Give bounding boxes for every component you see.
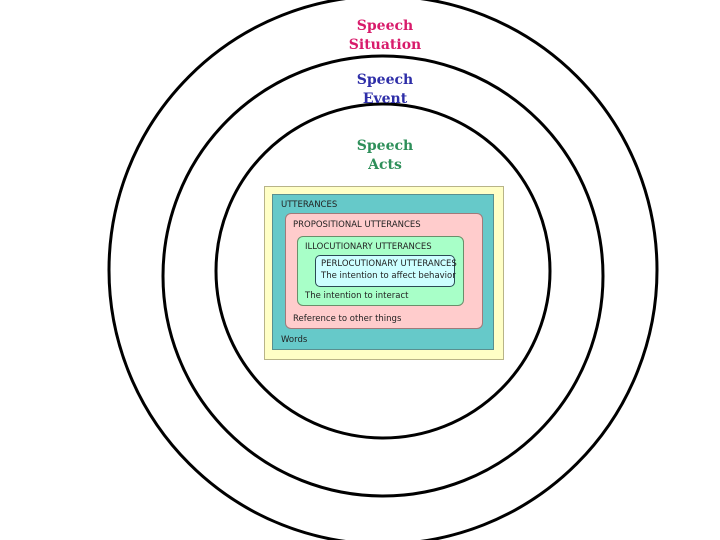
- speech-acts-label-line1: Speech: [356, 138, 414, 154]
- perlocutionary-header: PERLOCUTIONARY UTTERANCES: [321, 259, 457, 269]
- perlocutionary-utterances-box: PERLOCUTIONARY UTTERANCES The intention …: [315, 255, 457, 287]
- perlocutionary-footer: The intention to affect behavior: [321, 271, 456, 281]
- illocutionary-footer: The intention to interact: [305, 291, 409, 301]
- propositional-footer: Reference to other things: [293, 314, 402, 324]
- speech-acts-label: Speech Acts: [315, 137, 455, 175]
- speech-event-label-line2: Event: [362, 91, 408, 107]
- speech-acts-ring: [214, 102, 552, 440]
- speech-event-label-line1: Speech: [356, 72, 414, 88]
- speech-situation-label-line2: Situation: [348, 37, 422, 53]
- speech-acts-label-line2: Acts: [368, 157, 402, 173]
- speech-situation-label: Speech Situation: [315, 17, 455, 55]
- utterances-header: UTTERANCES: [281, 200, 338, 210]
- propositional-header: PROPOSITIONAL UTTERANCES: [293, 220, 421, 230]
- illocutionary-header: ILLOCUTIONARY UTTERANCES: [305, 242, 432, 252]
- speech-event-ring: [161, 54, 605, 498]
- speech-situation-label-line1: Speech: [356, 18, 414, 34]
- speech-event-label: Speech Event: [315, 71, 455, 109]
- utterances-footer: Words: [281, 335, 308, 345]
- speech-situation-ring: [107, 0, 659, 540]
